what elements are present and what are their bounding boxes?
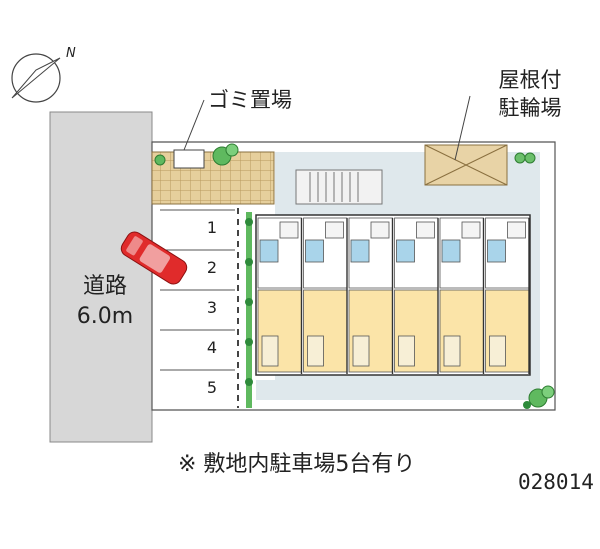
unit-bathroom <box>259 239 279 263</box>
bike-parking-roof <box>424 144 508 186</box>
parking-lot <box>160 209 235 411</box>
unit-bathroom <box>487 239 506 263</box>
road-label: 道路 6.0m <box>60 272 150 332</box>
parking-space-number: 4 <box>206 338 218 357</box>
stair-steps <box>309 172 359 202</box>
hedge <box>245 212 253 408</box>
road <box>49 111 153 443</box>
unit-toilet <box>416 221 435 239</box>
unit-bed <box>489 335 506 367</box>
entrance-stairs <box>295 169 383 205</box>
trash-area-label: ゴミ置場 <box>208 88 292 112</box>
parking-space-number: 5 <box>206 378 218 397</box>
parking-note: ※ 敷地内駐車場5台有り <box>178 452 416 477</box>
unit-bathroom <box>350 239 370 263</box>
trash-leader <box>183 99 205 151</box>
bike-parking-line1: 屋根付 <box>498 68 562 92</box>
unit-bed <box>307 335 324 367</box>
compass-north-mark: N <box>66 46 76 61</box>
car-icon <box>120 231 188 285</box>
bike-icon <box>524 152 536 164</box>
unit-toilet <box>370 221 390 239</box>
units <box>257 217 530 374</box>
bike-parking-label: 屋根付 駐輪場 <box>480 66 580 122</box>
parking-space-number: 3 <box>206 298 218 317</box>
road-name: 道路 <box>82 274 127 299</box>
compass-icon <box>11 53 61 103</box>
unit-bathroom <box>396 239 415 263</box>
road-width: 6.0m <box>76 304 134 329</box>
unit-bathroom <box>305 239 324 263</box>
unit-room <box>257 289 302 373</box>
trash-area <box>173 149 205 169</box>
unit-toilet <box>325 221 344 239</box>
unit-bed <box>443 335 461 367</box>
unit-bed <box>352 335 370 367</box>
bike-leader <box>454 95 471 161</box>
unit-toilet <box>507 221 526 239</box>
bike-parking-line2: 駐輪場 <box>498 96 562 120</box>
unit-bed <box>261 335 279 367</box>
unit-room <box>485 289 530 373</box>
unit-bed <box>398 335 415 367</box>
paved-area <box>151 151 275 205</box>
unit-bathroom <box>441 239 461 263</box>
parking-space-number: 1 <box>206 218 218 237</box>
tree <box>154 143 555 409</box>
bike-icon <box>514 152 526 164</box>
property-code: 028014 <box>518 470 594 494</box>
parking-space-number: 2 <box>206 258 218 277</box>
unit-toilet <box>279 221 299 239</box>
unit-toilet <box>461 221 481 239</box>
